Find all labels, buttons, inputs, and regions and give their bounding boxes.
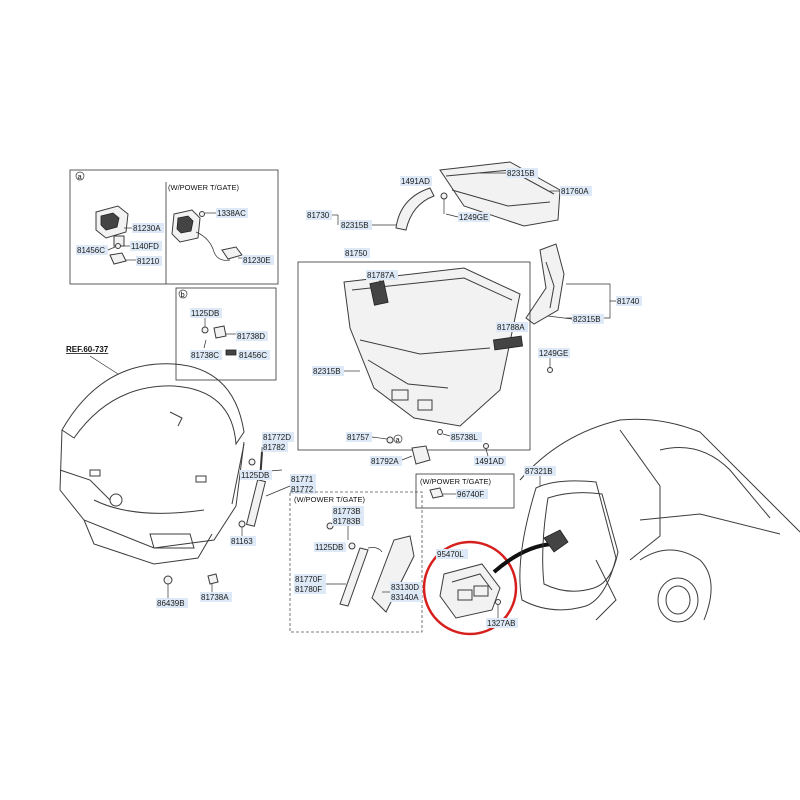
power-box-small-caption: (W/POWER T/GATE) — [420, 477, 491, 486]
label-83140A: 83140A — [391, 593, 419, 602]
label-82315B-right: 82315B — [573, 315, 601, 324]
latch-assembly-drawing — [95, 205, 129, 265]
vehicle-rear: 87321B — [519, 418, 800, 623]
label-81772D: 81772D — [263, 433, 291, 442]
label-1327AB: 1327AB — [487, 619, 515, 628]
inset-a-frame — [69, 169, 279, 285]
right-side-trim-drawing — [525, 243, 565, 325]
trim-callout-marker — [393, 434, 403, 444]
ref-label: REF.60-737 — [66, 345, 109, 354]
label-81738A: 81738A — [201, 593, 229, 602]
tailgate-opening-drawing — [519, 480, 617, 611]
label-81730: 81730 — [307, 211, 330, 220]
label-85738L: 85738L — [451, 433, 478, 442]
inset-b: b 1125DB 81738D 81738C 81456C — [175, 287, 277, 381]
inset-b-tag: b — [181, 290, 185, 299]
grille-left-drawing — [369, 280, 389, 306]
bumper-drawing — [213, 325, 227, 339]
vehicle-roof-drawing — [519, 418, 800, 533]
label-81210: 81210 — [137, 257, 160, 266]
label-1125DB-b: 1125DB — [191, 309, 219, 318]
label-81787A: 81787A — [367, 271, 395, 280]
inset-a-power-caption: (W/POWER T/GATE) — [168, 183, 239, 192]
power-box-small: (W/POWER T/GATE) 96740F — [415, 473, 515, 509]
label-1491AD-top: 1491AD — [401, 177, 430, 186]
label-81230A: 81230A — [133, 224, 161, 233]
pointer-arrow — [492, 542, 553, 574]
inset-a-tag: a — [78, 172, 83, 181]
power-box-small-frame — [415, 473, 515, 509]
label-81456C-a: 81456C — [77, 246, 105, 255]
label-81772: 81772 — [291, 485, 314, 494]
inset-a: a (W/POWER T/GATE) 81230A 1140FD — [69, 169, 279, 285]
label-82315B-left: 82315B — [341, 221, 369, 230]
vehicle-module-location-drawing — [543, 529, 569, 553]
label-81792A: 81792A — [371, 457, 399, 466]
clip-small-drawing — [429, 487, 444, 499]
label-81163: 81163 — [231, 537, 253, 546]
label-81230E: 81230E — [243, 256, 271, 265]
highlighted-module: 95470L 1327AB — [422, 540, 553, 636]
label-81773B: 81773B — [333, 507, 361, 516]
inset-b-marker — [178, 289, 188, 299]
power-drive-unit-drawing — [371, 535, 415, 613]
label-81757: 81757 — [347, 433, 370, 442]
tailgate-assembly: REF.60-737 81772D 81782 1125DB 81771 817… — [59, 345, 316, 608]
inset-a-labels: 81230A 1140FD 81456C 81210 1338AC 81230E — [76, 208, 274, 266]
power-strut-drawing — [339, 547, 369, 607]
label-95470L: 95470L — [437, 550, 464, 559]
label-1140FD: 1140FD — [131, 242, 159, 251]
label-1249GE-right: 1249GE — [539, 349, 568, 358]
label-81750: 81750 — [345, 249, 368, 258]
label-1249GE-top: 1249GE — [459, 213, 488, 222]
clip-drawing — [411, 445, 431, 465]
badge-drawing — [109, 493, 123, 507]
trim-assembly: a 1491AD 82315B 81760A 81730 82315B 1249… — [297, 161, 642, 466]
label-81738C: 81738C — [191, 351, 219, 360]
label-96740F: 96740F — [457, 490, 484, 499]
power-latch-drawing — [171, 209, 243, 261]
label-81740: 81740 — [617, 297, 640, 306]
label-81456C-b: 81456C — [239, 351, 267, 360]
inset-a-marker — [75, 171, 85, 181]
label-87321B: 87321B — [525, 467, 553, 476]
label-82315B-lower: 82315B — [313, 367, 341, 376]
grille-right-drawing — [492, 335, 524, 351]
label-81783B: 81783B — [333, 517, 361, 526]
highlight-circle — [422, 540, 518, 636]
label-1491AD-bottom: 1491AD — [475, 457, 504, 466]
label-81782: 81782 — [263, 443, 286, 452]
label-1125DB-tailgate: 1125DB — [241, 471, 269, 480]
label-81738D: 81738D — [237, 332, 265, 341]
side-garnish-drawing — [395, 187, 435, 231]
label-81770F: 81770F — [295, 575, 322, 584]
power-box-large-caption: (W/POWER T/GATE) — [294, 495, 365, 504]
rear-wheel-drawing — [657, 577, 699, 623]
gas-strut-drawing — [245, 479, 267, 527]
label-1338AC: 1338AC — [217, 209, 246, 218]
label-81780F: 81780F — [295, 585, 322, 594]
label-81760A: 81760A — [561, 187, 589, 196]
trim-callout: a — [396, 435, 401, 444]
power-box-large-frame — [289, 491, 423, 633]
label-82315B-top: 82315B — [507, 169, 535, 178]
label-86439B: 86439B — [157, 599, 185, 608]
label-1125DB-power: 1125DB — [315, 543, 343, 552]
power-box-large: (W/POWER T/GATE) 81773B 81783B 1125DB 81… — [289, 491, 423, 633]
label-81788A: 81788A — [497, 323, 525, 332]
tailgate-glass-frame-drawing — [61, 363, 245, 446]
inset-b-frame — [175, 287, 277, 381]
label-83130D: 83130D — [391, 583, 419, 592]
label-81771: 81771 — [291, 475, 314, 484]
lower-trim-panel-drawing — [343, 267, 521, 427]
